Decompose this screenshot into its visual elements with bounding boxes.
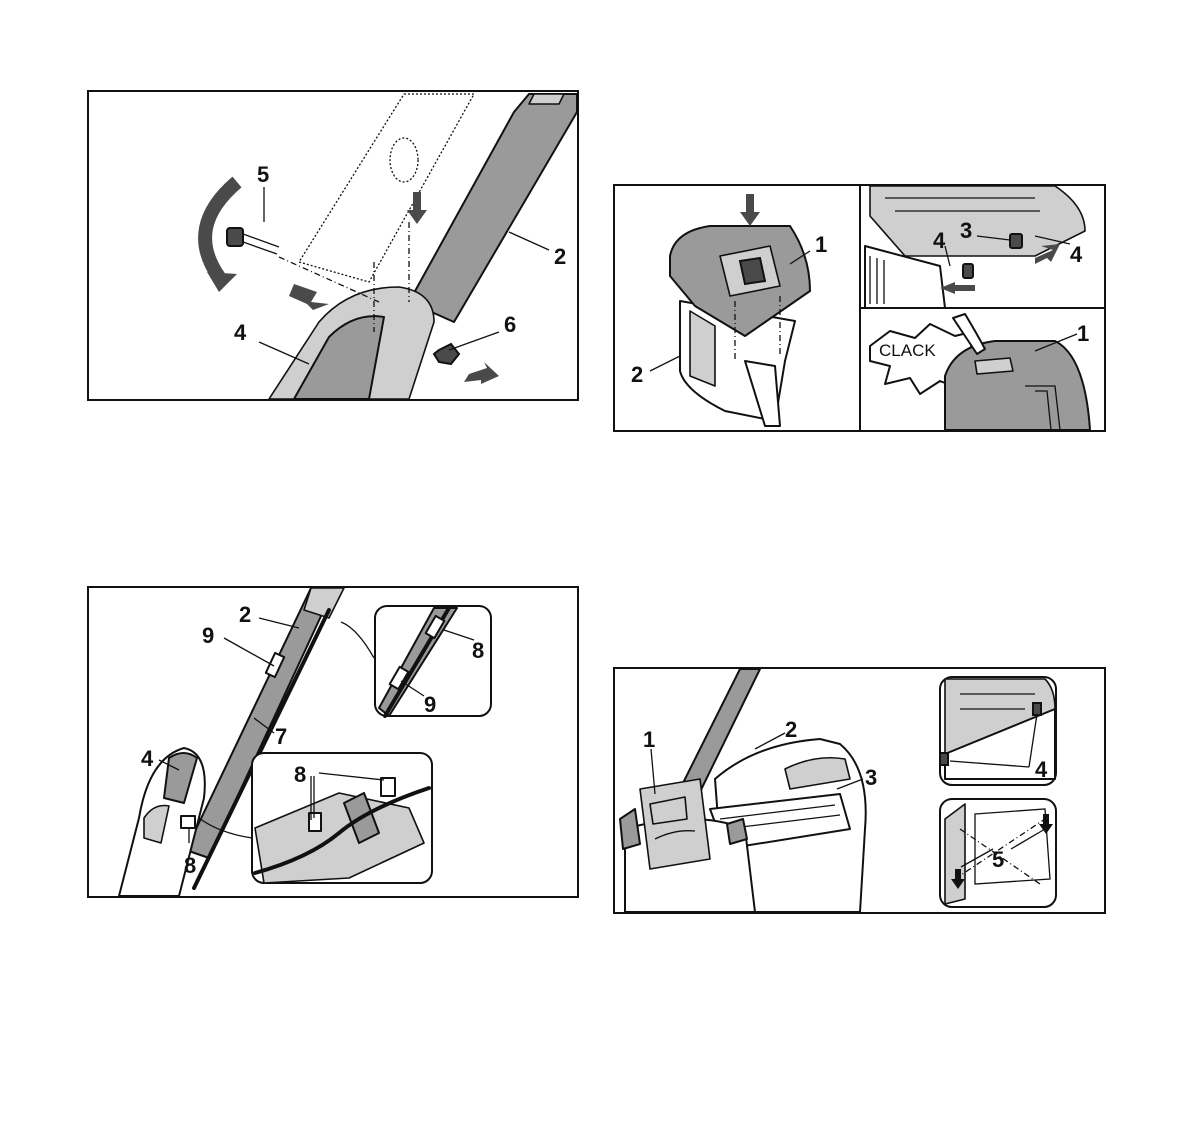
illustration-catcher-lid: 1 2 4 3 4 CLACK 1 bbox=[615, 186, 1104, 430]
hinge-pin bbox=[1010, 234, 1022, 248]
callout-label: 4 bbox=[141, 746, 154, 771]
callout-label: 5 bbox=[257, 162, 269, 187]
push-arrow bbox=[289, 284, 329, 310]
callout-label: 6 bbox=[504, 312, 516, 337]
handle-tube bbox=[409, 94, 577, 322]
hinge bbox=[727, 819, 747, 844]
figure-cable-routing: 2 9 7 4 8 8 8 9 bbox=[87, 586, 579, 898]
bolt-shaft bbox=[243, 234, 279, 254]
callout-label: 8 bbox=[184, 853, 196, 878]
callout-label: 4 bbox=[1035, 757, 1048, 782]
inset-connector bbox=[341, 622, 374, 658]
down-arrow bbox=[740, 194, 760, 226]
leader-line bbox=[259, 618, 299, 628]
callout-label: 2 bbox=[239, 602, 251, 627]
figure-handle-bolt: 5 2 6 4 bbox=[87, 90, 579, 401]
push-arrow bbox=[464, 362, 499, 384]
inset-side bbox=[945, 804, 965, 904]
lid-button bbox=[975, 358, 1013, 374]
pull-arrow bbox=[955, 285, 975, 291]
callout-label: 3 bbox=[960, 218, 972, 243]
leader-line bbox=[224, 638, 274, 666]
callout-label: 1 bbox=[1077, 321, 1089, 346]
callout-label: 3 bbox=[865, 765, 877, 790]
inset-clip bbox=[381, 778, 395, 796]
bolt-head bbox=[227, 228, 243, 246]
leader-line bbox=[650, 356, 680, 371]
figure-catcher-mount: 1 2 3 4 5 bbox=[613, 667, 1106, 914]
inset-pin bbox=[940, 753, 948, 765]
callout-label: 2 bbox=[554, 244, 566, 269]
lid-closed bbox=[945, 341, 1090, 430]
callout-label: 2 bbox=[631, 362, 643, 387]
cable-clip bbox=[181, 816, 195, 828]
hinge bbox=[620, 809, 640, 849]
callout-label: 1 bbox=[643, 727, 655, 752]
callout-label: 2 bbox=[785, 717, 797, 742]
callout-label: 1 bbox=[815, 232, 827, 257]
callout-label: 4 bbox=[1070, 242, 1083, 267]
handle-tube-top bbox=[529, 94, 564, 104]
illustration-cable-routing: 2 9 7 4 8 8 8 9 bbox=[89, 588, 577, 896]
ghost-hole bbox=[390, 138, 418, 182]
rear-flap bbox=[640, 779, 710, 869]
callout-label: 5 bbox=[992, 847, 1004, 872]
hinge-pin bbox=[963, 264, 973, 278]
clack-label: CLACK bbox=[879, 341, 936, 360]
callout-label: 4 bbox=[933, 228, 946, 253]
callout-label: 8 bbox=[294, 762, 306, 787]
callout-label: 7 bbox=[275, 724, 287, 749]
nut bbox=[434, 344, 459, 364]
callout-label: 9 bbox=[424, 692, 436, 717]
lid-slot bbox=[740, 258, 765, 284]
illustration-handle-bolt: 5 2 6 4 bbox=[89, 92, 577, 399]
leader-line bbox=[509, 232, 549, 250]
illustration-catcher-mount: 1 2 3 4 5 bbox=[615, 669, 1104, 912]
callout-label: 9 bbox=[202, 623, 214, 648]
rotate-arrow-head bbox=[207, 272, 237, 292]
callout-label: 4 bbox=[234, 320, 247, 345]
inset-pin bbox=[1033, 703, 1041, 715]
figure-catcher-lid: 1 2 4 3 4 CLACK 1 bbox=[613, 184, 1106, 432]
leader-line bbox=[449, 332, 499, 350]
callout-label: 8 bbox=[472, 638, 484, 663]
